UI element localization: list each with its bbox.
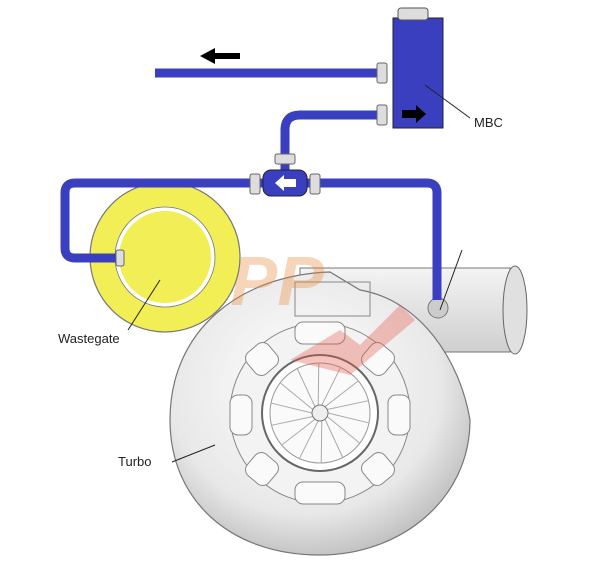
flow-arrow-icon — [200, 48, 240, 64]
wheel-blade — [324, 380, 359, 408]
wheel-blade — [320, 420, 323, 463]
mbc-label: MBC — [474, 115, 503, 130]
wheel-blade — [270, 402, 313, 414]
wheel-blade — [281, 418, 316, 446]
turbo-vanes — [229, 321, 411, 505]
turbo-label: Turbo — [118, 454, 152, 469]
wastegate-label: Wastegate — [58, 331, 120, 346]
wheel-blade — [327, 412, 370, 424]
wheel-blade — [326, 416, 361, 444]
check-valve — [262, 169, 308, 197]
vacuum-lines — [60, 68, 442, 300]
wheel-blade — [324, 419, 344, 458]
compressor-wheel — [270, 363, 370, 463]
mbc-valve — [392, 7, 444, 129]
wheel-blade — [327, 400, 369, 411]
leader-lines — [127, 84, 471, 463]
turbo-housing — [169, 271, 471, 556]
wheel-blade — [317, 363, 320, 406]
wheel-blade — [279, 382, 314, 410]
wheel-blade — [271, 415, 313, 426]
wastegate-actuator — [89, 181, 241, 333]
wheel-blade — [298, 420, 319, 459]
pipe-fittings — [115, 62, 388, 267]
wheel-blade — [296, 368, 316, 407]
wheel-blade — [321, 367, 342, 406]
